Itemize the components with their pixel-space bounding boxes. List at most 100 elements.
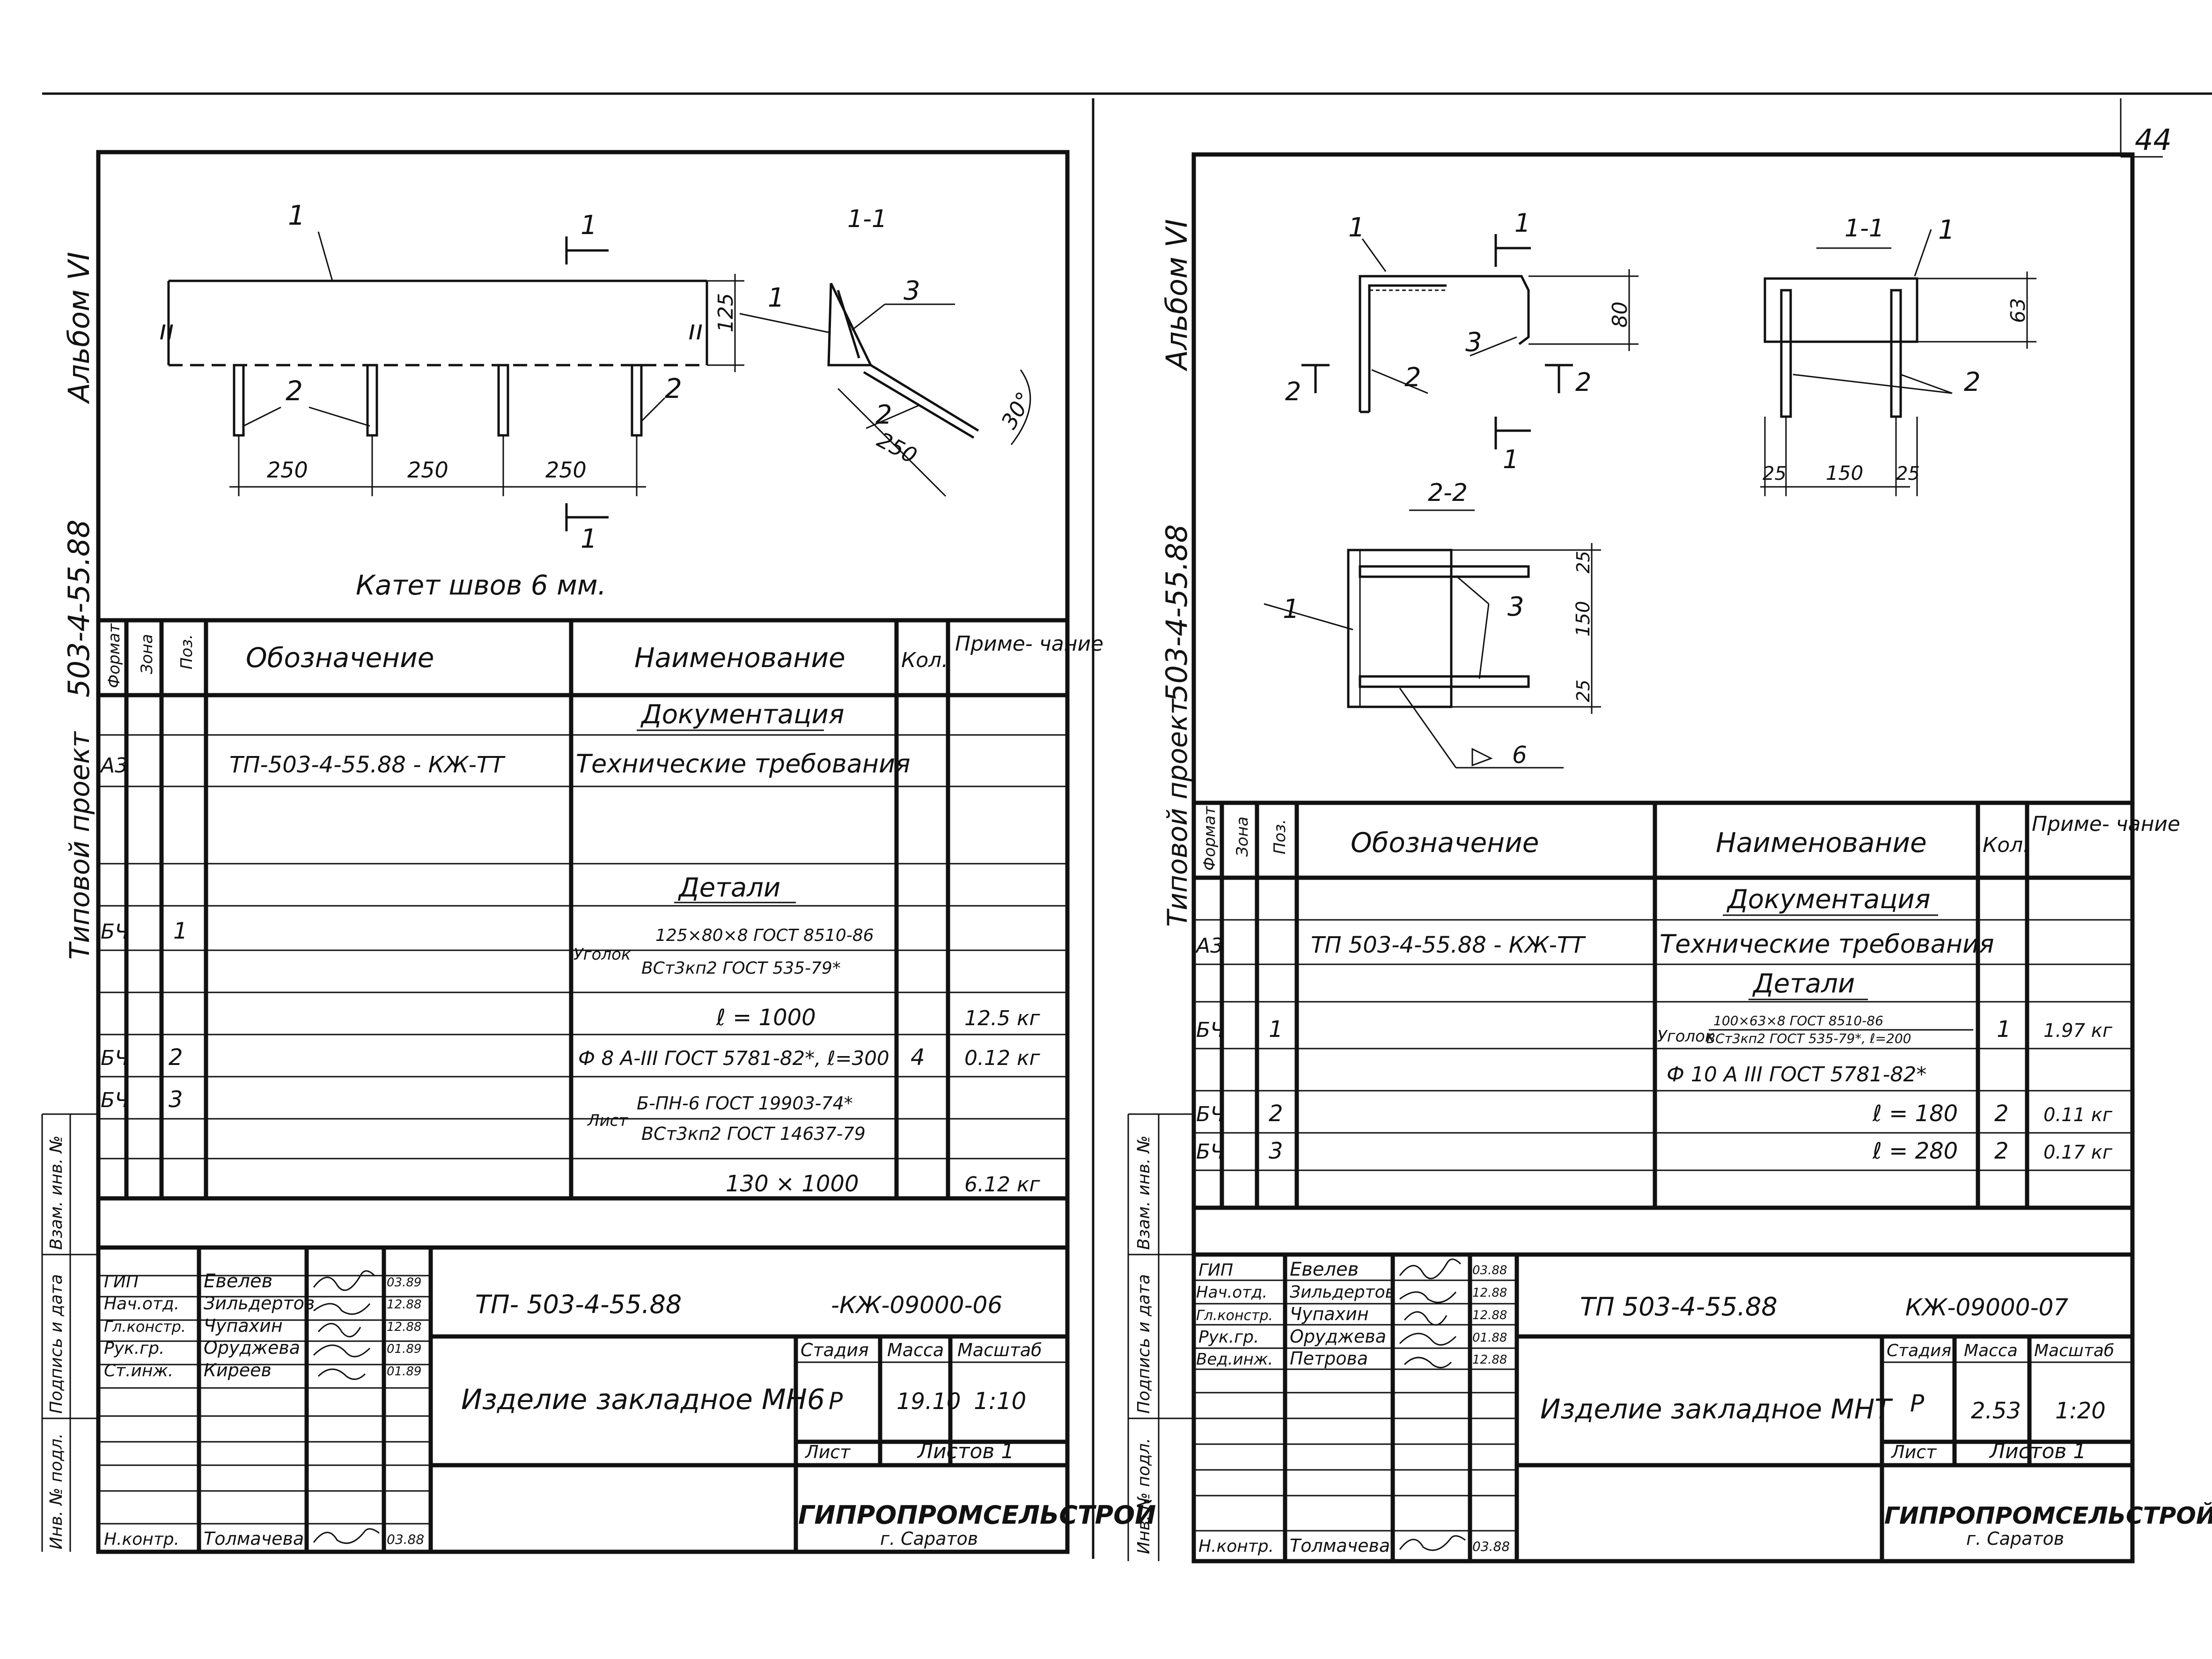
svg-text:3: 3 bbox=[1269, 1138, 1283, 1164]
svg-text:Листов 1: Листов 1 bbox=[1989, 1439, 2086, 1463]
right-sheet: Альбом VI 503-4-55.88 Типовой проект Вза… bbox=[1127, 152, 2212, 1564]
svg-text:1: 1 bbox=[173, 918, 188, 944]
svg-text:Масштаб: Масштаб bbox=[957, 1340, 1042, 1360]
org-city: г. Саратов bbox=[1966, 1528, 2064, 1549]
svg-text:Поз.: Поз. bbox=[1271, 819, 1289, 854]
svg-text:2: 2 bbox=[169, 1044, 183, 1071]
svg-text:ВСт3кп2 ГОСТ 535-79*, ℓ=200: ВСт3кп2 ГОСТ 535-79*, ℓ=200 bbox=[1706, 1031, 1911, 1046]
signature bbox=[317, 1368, 366, 1380]
svg-text:3: 3 bbox=[169, 1086, 183, 1113]
stamp-side-label: Подпись и дата bbox=[1134, 1274, 1154, 1414]
typical-project-label: Типовой проект bbox=[64, 731, 96, 960]
svg-text:Р: Р bbox=[1910, 1390, 1925, 1417]
svg-text:ВСт3кп2 ГОСТ 535-79*: ВСт3кп2 ГОСТ 535-79* bbox=[641, 959, 841, 978]
svg-text:1: 1 bbox=[1938, 215, 1955, 245]
svg-text:25: 25 bbox=[1896, 463, 1920, 484]
position-3-label: 3 bbox=[904, 276, 920, 306]
svg-text:Н.контр.: Н.контр. bbox=[1198, 1537, 1274, 1556]
dim-250: 250 bbox=[873, 427, 921, 469]
sheet-code-suffix: КЖ-09000-07 bbox=[1905, 1294, 2068, 1321]
svg-text:Кол.: Кол. bbox=[1983, 833, 2029, 857]
svg-text:ıı: ıı bbox=[159, 314, 174, 346]
svg-text:Детали: Детали bbox=[1752, 969, 1855, 999]
section-documentation: Документация bbox=[640, 699, 844, 730]
section-parts: Детали bbox=[677, 873, 780, 903]
svg-text:Ф 10 А III ГОСТ 5781-82*: Ф 10 А III ГОСТ 5781-82* bbox=[1667, 1063, 1926, 1086]
svg-text:1: 1 bbox=[1514, 208, 1530, 238]
position-2-label: 2 bbox=[286, 375, 303, 407]
svg-text:ВСт3кп2 ГОСТ 14637-79: ВСт3кп2 ГОСТ 14637-79 bbox=[641, 1123, 866, 1144]
svg-text:1: 1 bbox=[1283, 594, 1300, 624]
svg-text:03.88: 03.88 bbox=[387, 1532, 424, 1547]
svg-text:1:10: 1:10 bbox=[974, 1387, 1026, 1415]
svg-text:1: 1 bbox=[1348, 213, 1365, 243]
svg-text:Вед.инж.: Вед.инж. bbox=[1196, 1350, 1273, 1369]
position-1-label: 1 bbox=[768, 283, 785, 313]
svg-text:БЧ: БЧ bbox=[101, 1088, 129, 1112]
svg-text:Лист: Лист bbox=[587, 1111, 628, 1130]
svg-text:Зильдертов: Зильдертов bbox=[1290, 1283, 1395, 1302]
svg-text:12.88: 12.88 bbox=[387, 1298, 421, 1312]
svg-text:63: 63 bbox=[2006, 298, 2029, 323]
right-front-view: 1 3 2 80 1 1 2 2 bbox=[1285, 208, 1639, 474]
signature bbox=[317, 1323, 361, 1337]
dim-spacing: 250 bbox=[545, 457, 587, 483]
svg-text:3: 3 bbox=[1465, 327, 1482, 358]
stamp-side-label: Взам. инв. № bbox=[1134, 1136, 1154, 1250]
svg-text:Гл.констр.: Гл.констр. bbox=[104, 1318, 186, 1336]
svg-text:ℓ = 180: ℓ = 180 bbox=[1872, 1101, 1958, 1127]
header-name: Наименование bbox=[634, 642, 845, 674]
svg-text:2: 2 bbox=[1575, 367, 1591, 397]
svg-text:Документация: Документация bbox=[1726, 884, 1930, 915]
svg-text:Толмачева: Толмачева bbox=[1290, 1535, 1390, 1556]
right-section-1-1: 1-1 1 2 63 25 150 25 bbox=[1760, 214, 2036, 496]
dim-spacing: 250 bbox=[267, 457, 308, 483]
svg-text:ТП 503-4-55.88 - КЖ-ТТ: ТП 503-4-55.88 - КЖ-ТТ bbox=[1311, 932, 1586, 958]
svg-text:Лист: Лист bbox=[804, 1442, 851, 1462]
svg-text:130 × 1000: 130 × 1000 bbox=[726, 1171, 859, 1197]
svg-text:Листов 1: Листов 1 bbox=[917, 1439, 1014, 1463]
dim-spacing: 250 bbox=[407, 457, 448, 483]
right-title-block: ГИП Нач.отд. Гл.констр. Рук.гр. Вед.инж.… bbox=[1194, 1252, 2212, 1561]
svg-text:Н.контр.: Н.контр. bbox=[104, 1530, 179, 1549]
svg-text:01.89: 01.89 bbox=[387, 1342, 421, 1356]
svg-text:Рук.гр.: Рук.гр. bbox=[104, 1339, 164, 1358]
svg-text:100×63×8 ГОСТ 8510-86: 100×63×8 ГОСТ 8510-86 bbox=[1713, 1013, 1883, 1028]
left-spec-table: Формат Зона Поз. Обозначение Наименовани… bbox=[98, 618, 1103, 1201]
svg-text:2: 2 bbox=[1994, 1101, 2009, 1127]
org-name: ГИПРОПРОМСЕЛЬСТРОЙ bbox=[798, 1500, 1156, 1530]
position-2-label: 2 bbox=[665, 373, 682, 404]
signature bbox=[1399, 1535, 1466, 1551]
svg-text:Толмачева: Толмачева bbox=[204, 1528, 304, 1549]
org-city: г. Саратов bbox=[880, 1528, 978, 1549]
svg-text:Формат: Формат bbox=[1200, 806, 1219, 871]
header-designation: Обозначение bbox=[246, 642, 434, 674]
svg-text:ГИП: ГИП bbox=[1198, 1261, 1233, 1280]
section-title: 1-1 bbox=[847, 205, 887, 233]
svg-text:2-2: 2-2 bbox=[1428, 479, 1468, 507]
left-title-block: ГИП Нач.отд. Гл.констр. Рук.гр. Ст.инж. … bbox=[98, 1245, 1156, 1552]
project-number-label: 503-4-55.88 bbox=[1160, 524, 1194, 702]
svg-text:Чупахин: Чупахин bbox=[204, 1315, 283, 1336]
svg-text:Б-ПН-6 ГОСТ 19903-74*: Б-ПН-6 ГОСТ 19903-74* bbox=[637, 1093, 853, 1114]
svg-text:Нач.отд.: Нач.отд. bbox=[104, 1294, 179, 1314]
svg-text:2: 2 bbox=[1404, 362, 1421, 393]
signature bbox=[1399, 1291, 1457, 1303]
position-2-label: 2 bbox=[875, 400, 892, 430]
angle-30: 30° bbox=[996, 388, 1037, 433]
doc-code: ТП-503-4-55.88 - КЖ-ТТ bbox=[229, 752, 506, 778]
left-section-1-1: 1-1 1 3 2 250 30° bbox=[739, 205, 1037, 497]
svg-text:Уголок: Уголок bbox=[1657, 1027, 1715, 1046]
svg-text:БЧ: БЧ bbox=[1196, 1102, 1224, 1126]
svg-text:03.89: 03.89 bbox=[387, 1276, 421, 1290]
sheet-title: Изделие закладное МНТ bbox=[1540, 1393, 1893, 1425]
svg-text:Стадия: Стадия bbox=[1887, 1341, 1951, 1360]
svg-text:80: 80 bbox=[1608, 301, 1632, 328]
svg-text:Масса: Масса bbox=[887, 1340, 944, 1360]
svg-text:А3: А3 bbox=[1195, 934, 1223, 958]
signature bbox=[313, 1344, 371, 1358]
svg-text:03.88: 03.88 bbox=[1472, 1539, 1510, 1554]
sheet-title: Изделие закладное МН6 bbox=[461, 1383, 825, 1416]
svg-text:Петрова: Петрова bbox=[1290, 1348, 1368, 1369]
svg-text:Масштаб: Масштаб bbox=[2034, 1341, 2114, 1360]
